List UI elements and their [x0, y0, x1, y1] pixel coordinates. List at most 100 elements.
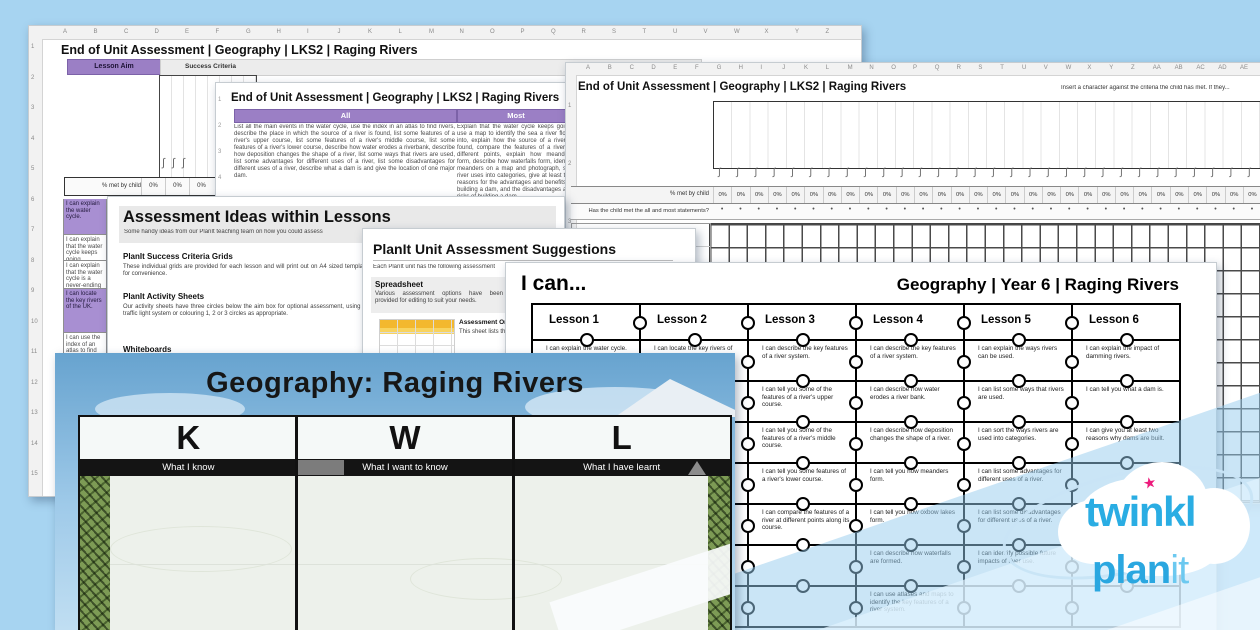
dot-cell: •	[921, 206, 925, 213]
column-letter: I	[760, 65, 763, 71]
column-letter: H	[276, 29, 281, 35]
rotated-label: ∫	[973, 167, 977, 178]
dot-cell: •	[1122, 206, 1126, 213]
column-letter: U	[1022, 65, 1027, 71]
allmost-title: End of Unit Assessment | Geography | LKS…	[231, 92, 560, 104]
sheet-right-question-label: Has the child met the all and most state…	[588, 208, 709, 214]
rotated-label: ∫	[1247, 167, 1251, 178]
dot-cell: •	[976, 206, 980, 213]
column-letter: W	[1065, 65, 1072, 71]
kwl-mountain-marker	[688, 461, 706, 475]
planit-logo: planit	[1092, 548, 1189, 593]
question-row: Has the child met the all and most state…	[571, 204, 1260, 220]
dot-cell: •	[958, 206, 961, 213]
column-letter: B	[93, 29, 98, 35]
sheet-title: End of Unit Assessment | Geography | LKS…	[578, 81, 907, 93]
rotated-label: ∫	[754, 167, 758, 178]
column-letter: L	[398, 29, 402, 35]
percent-row: % met by child 0%0%0%	[64, 177, 232, 196]
rotated-label: ∫	[882, 167, 886, 178]
puzzle-bump	[796, 497, 810, 511]
column-letter-strip	[566, 63, 1260, 76]
column-letter: X	[1087, 65, 1092, 71]
puzzle-bump	[904, 374, 918, 388]
sugg-a1-heading: Assessment One	[459, 319, 512, 326]
row-number: 14	[31, 440, 38, 447]
percent-cell: 0%	[932, 187, 950, 203]
column-letter: X	[764, 29, 769, 35]
criteria-statement-cell: I can explain the water cycle.	[63, 199, 107, 235]
dot-cell: •	[1049, 206, 1053, 213]
kwl-column-letter: K	[176, 419, 201, 456]
rotated-label: ∫	[809, 167, 813, 178]
column-letter-strip	[29, 26, 861, 40]
sheet-left-percent-label: % met by child	[101, 183, 141, 189]
percent-cell: 0%	[1188, 187, 1206, 203]
brand-cloud	[1058, 462, 1253, 580]
puzzle-notch	[633, 316, 647, 330]
percent-cell: 0%	[1224, 187, 1243, 203]
column-letter: AC	[1196, 65, 1205, 71]
row-number: 3	[31, 105, 35, 111]
percent-cell: 0%	[822, 187, 841, 203]
ican-heading: I can...	[521, 272, 587, 295]
puzzle-bump	[796, 415, 810, 429]
sugg-sheet-heading: Spreadsheet	[375, 280, 424, 289]
percent-cell: 0%	[767, 187, 786, 203]
kwl-caption-band	[80, 459, 730, 476]
kwl-column-divider	[512, 417, 515, 630]
rotated-label: ∫	[845, 167, 849, 178]
column-letter: R	[956, 65, 961, 71]
percent-cell: 0%	[713, 187, 731, 203]
dot-cell: •	[1068, 206, 1071, 213]
percent-cell: 0%	[987, 187, 1005, 203]
column-letter: G	[246, 29, 251, 35]
dot-cell: •	[885, 206, 888, 213]
percent-cell: 0%	[1078, 187, 1096, 203]
dot-cell: •	[794, 206, 797, 213]
rotated-labels: ∫∫∫	[162, 157, 193, 169]
sheet-left-percent-cells: 0%0%0%	[141, 178, 213, 195]
dot-cell: •	[1141, 206, 1144, 213]
puzzle-bump	[904, 497, 918, 511]
column-letter: H	[738, 65, 743, 71]
title-underline	[373, 260, 673, 261]
column-letter: E	[185, 29, 190, 35]
column-letter: A	[63, 29, 68, 35]
puzzle-bump	[796, 333, 810, 347]
column-letter: AB	[1174, 65, 1183, 71]
puzzle-notch	[1065, 395, 1079, 410]
column-letter: I	[307, 29, 309, 35]
kwl-column-letter: W	[389, 419, 421, 456]
dot-cell: •	[1195, 206, 1199, 213]
sugg-spreadsheet-box: Spreadsheet Various assessment options h…	[371, 277, 509, 313]
dot-cell: •	[1232, 206, 1235, 213]
puzzle-notch	[741, 477, 755, 492]
row-number: 4	[31, 135, 35, 142]
puzzle-bump	[580, 333, 594, 347]
sugg-sheet-body: Various assessment options have been pro…	[375, 291, 503, 304]
row-number: 9	[31, 288, 35, 294]
criteria-entry-box	[713, 101, 1260, 169]
sheet-right-percent-cells: 0%0%0%0%0%0%0%0%0%0%0%0%0%0%0%0%0%0%0%0%…	[713, 187, 1260, 203]
dot-cell: •	[867, 206, 870, 213]
column-letter: N	[459, 29, 464, 35]
ideas-title: Assessment Ideas within Lessons	[123, 208, 391, 226]
brand-name: twinkl	[1085, 488, 1197, 535]
horizon-line	[80, 564, 730, 565]
row-number: 8	[31, 257, 35, 264]
ideas-subtitle: Some handy ideas from our PlanIt teachin…	[124, 229, 323, 235]
column-letter: N	[869, 65, 874, 71]
percent-cell: 0%	[1133, 187, 1151, 203]
ican-title: Geography | Year 6 | Raging Rivers	[896, 275, 1179, 294]
column-letter: L	[825, 65, 830, 71]
percent-cell: 0%	[1005, 187, 1023, 203]
row-number: 2	[568, 161, 572, 167]
caption-smudge	[298, 460, 344, 475]
rotated-label: ∫	[900, 167, 904, 178]
column-letter: T	[642, 29, 647, 35]
rotated-label: ∫	[1101, 167, 1105, 178]
row-number: 3	[218, 149, 222, 155]
